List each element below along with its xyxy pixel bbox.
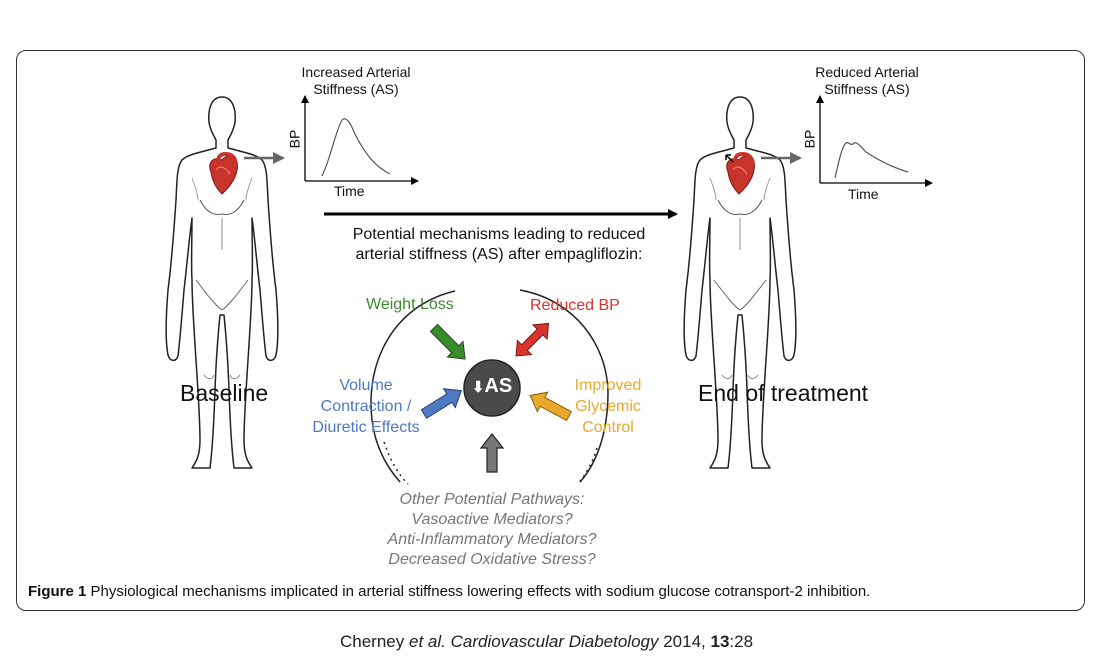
figure-caption: Figure 1 Physiological mechanisms implic… xyxy=(28,583,870,600)
center-as-circle xyxy=(463,359,521,417)
volume-contraction-arrow xyxy=(420,388,463,419)
baseline-graph-y-label: BP xyxy=(286,129,303,149)
glycemic-line2: Glycemic xyxy=(575,398,641,415)
weight-loss-arrow xyxy=(429,323,466,360)
citation-page: :28 xyxy=(729,632,754,651)
other-line3: Anti-Inflammatory Mediators? xyxy=(387,531,597,548)
baseline-graph-title: Increased Arterial Stiffness (AS) xyxy=(292,64,420,98)
end-graph-title-line2: Stiffness (AS) xyxy=(824,81,910,97)
reduced-bp-label: Reduced BP xyxy=(530,297,620,314)
baseline-heart-icon xyxy=(209,151,238,195)
other-line4: Decreased Oxidative Stress? xyxy=(388,551,596,568)
glycemic-line1: Improved xyxy=(574,377,642,394)
citation-etal: et al. xyxy=(409,632,446,651)
center-as-label: ⬇AS xyxy=(464,375,520,398)
figure-caption-text: Physiological mechanisms implicated in a… xyxy=(90,583,871,600)
end-graph-y-label: BP xyxy=(801,129,818,149)
other-line1: Other Potential Pathways: xyxy=(399,491,585,508)
citation-year: 2014, xyxy=(663,632,706,651)
mechanisms-heading-line2: arterial stiffness (AS) after empagliflo… xyxy=(355,246,643,263)
weight-loss-label: Weight Loss xyxy=(366,296,454,313)
glycemic-control-arrow xyxy=(529,391,573,422)
other-line2: Vasoactive Mediators? xyxy=(411,511,573,528)
volume-line3: Diuretic Effects xyxy=(312,419,420,436)
center-as-text: AS xyxy=(484,375,513,397)
end-graph-title: Reduced Arterial Stiffness (AS) xyxy=(803,64,931,98)
reduced-bp-arrow xyxy=(515,322,550,357)
baseline-bp-graph xyxy=(301,95,419,185)
citation-authors: Cherney xyxy=(340,632,405,651)
end-bp-curve xyxy=(834,142,909,179)
baseline-graph-x-label: Time xyxy=(334,183,365,199)
figure-caption-label: Figure 1 xyxy=(28,583,87,600)
baseline-label: Baseline xyxy=(180,380,269,406)
other-pathways-arrow xyxy=(479,433,505,473)
mechanism-circle-arc-right xyxy=(519,289,609,483)
baseline-bp-curve xyxy=(321,118,391,177)
volume-line1: Volume xyxy=(339,377,393,394)
figure-frame xyxy=(16,50,1085,611)
glycemic-control-label: Improved Glycemic Control xyxy=(566,375,650,438)
down-arrow-icon: ⬇ xyxy=(471,379,485,396)
end-heart-icon xyxy=(725,151,755,195)
volume-contraction-label: Volume Contraction / Diuretic Effects xyxy=(304,375,428,438)
mechanisms-heading-line1: Potential mechanisms leading to reduced xyxy=(352,226,646,243)
mechanism-circle-arc-left xyxy=(370,290,456,483)
mechanism-circle-dots-right xyxy=(577,447,598,485)
baseline-graph-title-line1: Increased Arterial xyxy=(301,64,411,80)
end-graph-title-line1: Reduced Arterial xyxy=(815,64,919,80)
citation-journal: Cardiovascular Diabetology xyxy=(450,632,659,651)
mechanisms-heading: Potential mechanisms leading to reduced … xyxy=(312,225,686,265)
other-pathways-label: Other Potential Pathways: Vasoactive Med… xyxy=(352,490,632,570)
volume-line2: Contraction / xyxy=(320,398,412,415)
baseline-graph-title-line2: Stiffness (AS) xyxy=(313,81,399,97)
end-of-treatment-label: End of treatment xyxy=(698,380,869,406)
citation-volume: 13 xyxy=(710,632,730,651)
end-bp-graph xyxy=(816,95,933,187)
glycemic-line3: Control xyxy=(582,419,634,436)
end-graph-x-label: Time xyxy=(848,186,879,202)
journal-citation: Cherney et al. Cardiovascular Diabetolog… xyxy=(340,632,753,652)
